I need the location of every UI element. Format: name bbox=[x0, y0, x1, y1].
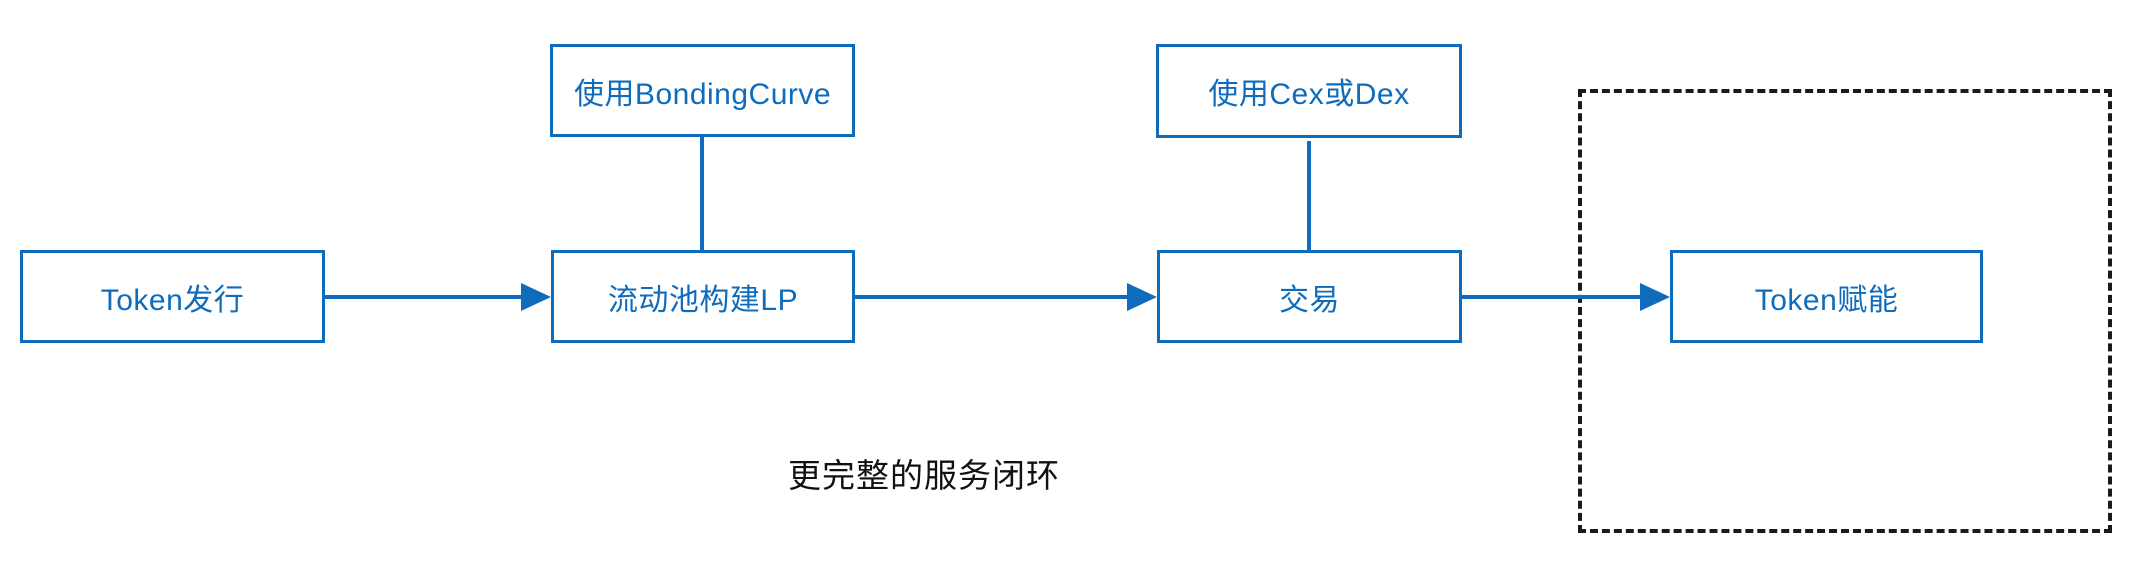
arrow-lpbuild-to-trade bbox=[855, 283, 1157, 311]
node-lp-build: 流动池构建LP bbox=[551, 250, 855, 343]
node-trade: 交易 bbox=[1157, 250, 1462, 343]
connector-bondingcurve-to-lpbuild bbox=[700, 137, 704, 250]
node-bonding-curve: 使用BondingCurve bbox=[550, 44, 855, 137]
node-bonding-curve-label: 使用BondingCurve bbox=[573, 77, 832, 111]
node-cex-dex: 使用Cex或Dex bbox=[1156, 44, 1462, 138]
node-cex-dex-label: 使用Cex或Dex bbox=[1208, 78, 1410, 111]
node-lp-build-label: 流动池构建LP bbox=[607, 283, 799, 317]
arrow-head-icon bbox=[1127, 283, 1157, 311]
connector-cexdex-to-trade bbox=[1307, 141, 1311, 250]
node-trade-label: 交易 bbox=[1279, 283, 1340, 317]
arrow-shaft bbox=[1461, 295, 1644, 299]
arrow-shaft bbox=[855, 295, 1131, 299]
dashed-group-frame bbox=[1578, 89, 2112, 533]
arrow-shaft bbox=[325, 295, 525, 299]
arrow-trade-to-tokenempower bbox=[1461, 283, 1670, 311]
arrow-head-icon bbox=[1640, 283, 1670, 311]
diagram-caption: 更完整的服务闭环 bbox=[788, 457, 1060, 494]
node-token-empower: Token赋能 bbox=[1670, 250, 1983, 343]
node-token-issue: Token发行 bbox=[20, 250, 325, 343]
arrow-head-icon bbox=[521, 283, 551, 311]
node-token-issue-label: Token发行 bbox=[100, 283, 245, 317]
node-token-empower-label: Token赋能 bbox=[1754, 283, 1899, 317]
arrow-tokenissue-to-lpbuild bbox=[325, 283, 551, 311]
